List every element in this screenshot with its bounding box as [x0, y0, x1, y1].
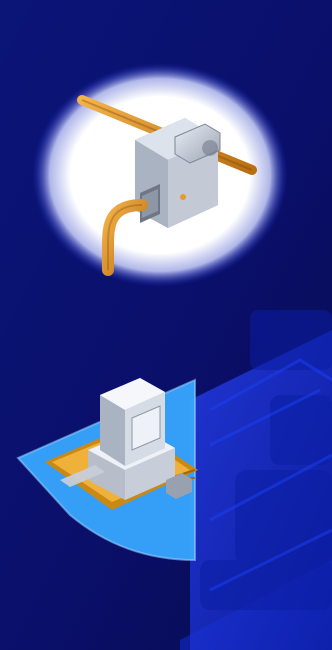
setup-wizard-side-panel	[0, 0, 332, 650]
wizard-illustration	[0, 0, 332, 650]
